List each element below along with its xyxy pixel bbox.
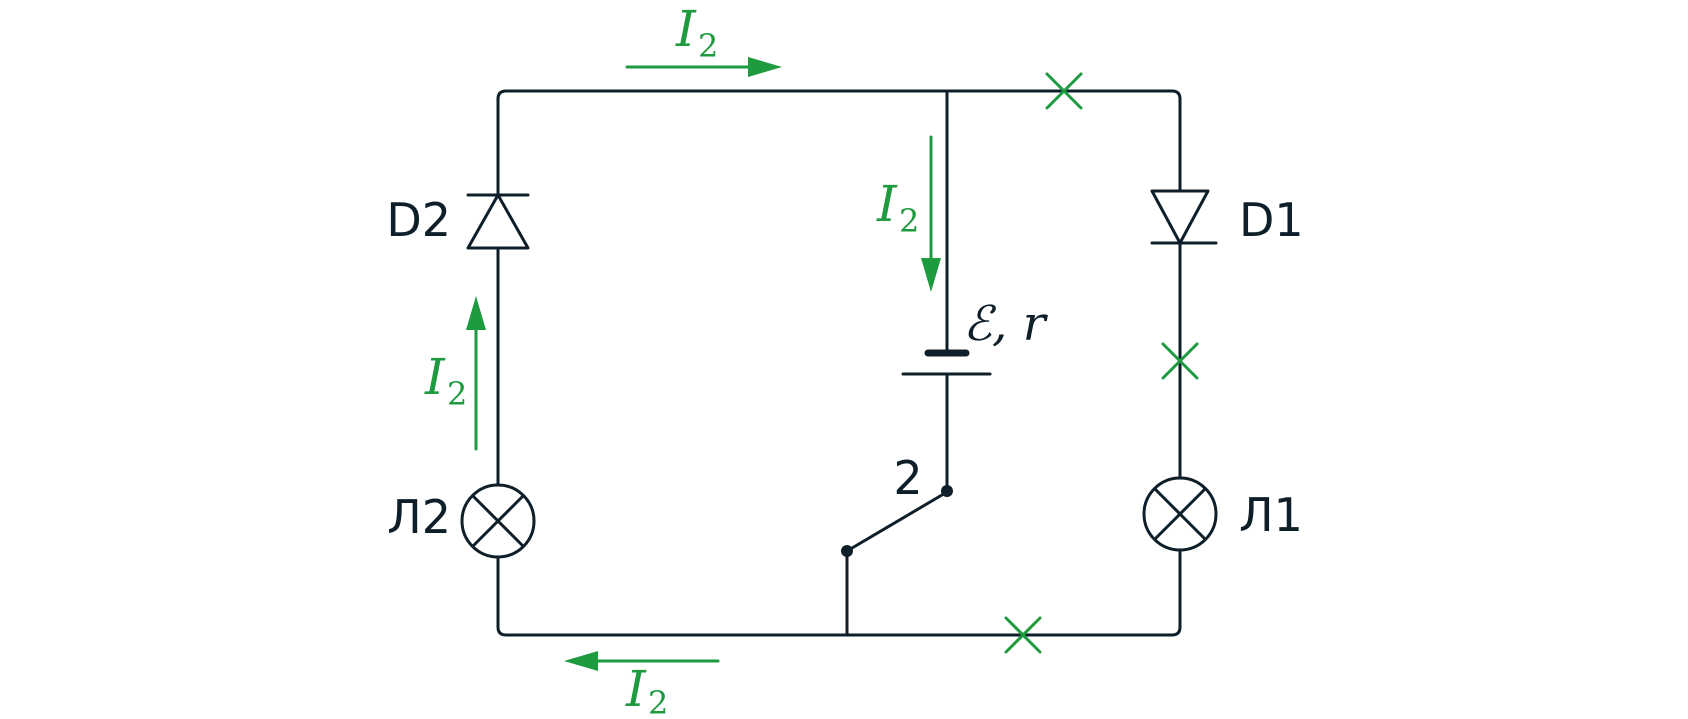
current-arrow-middle <box>921 135 941 292</box>
lamp-l2-label: Л2 <box>387 490 451 544</box>
current-subscript: 2 <box>447 375 467 413</box>
switch-position-label: 2 <box>893 451 922 505</box>
source-emf-label: ℰ, r <box>963 296 1049 352</box>
current-label-left: I 2 <box>424 348 467 413</box>
lamp-l1-label: Л1 <box>1239 488 1303 542</box>
current-arrows <box>466 57 941 671</box>
current-subscript: 2 <box>648 684 668 719</box>
current-symbol: I <box>424 348 446 406</box>
current-label-bottom: I 2 <box>625 660 668 719</box>
lamp-l2 <box>460 483 536 559</box>
source-battery <box>901 349 992 376</box>
wire-top <box>496 89 1182 197</box>
break-mark-bottom <box>1004 616 1042 654</box>
current-label-middle: I 2 <box>876 175 919 240</box>
diode-d2-label: D2 <box>386 193 451 247</box>
wire-left-bottom <box>496 548 1182 637</box>
current-symbol: I <box>876 175 898 233</box>
diode-d2 <box>466 193 530 250</box>
switch <box>841 485 953 557</box>
switch-pivot <box>841 545 853 557</box>
current-label-top: I 2 <box>675 0 718 65</box>
switch-contact-2 <box>941 485 953 497</box>
current-arrow-left <box>466 296 486 451</box>
circuit-wires <box>496 89 1182 637</box>
diode-d1-label: D1 <box>1239 193 1304 247</box>
diode-d1 <box>1150 189 1218 245</box>
break-mark-top <box>1045 72 1083 110</box>
switch-blade <box>845 490 949 553</box>
lamp-l1 <box>1142 476 1218 552</box>
current-subscript: 2 <box>899 202 919 240</box>
current-subscript: 2 <box>698 27 718 65</box>
current-symbol: I <box>675 0 697 58</box>
current-symbol: I <box>625 660 647 718</box>
break-mark-right <box>1161 342 1199 380</box>
current-arrow-bottom <box>564 651 720 671</box>
current-arrow-top <box>625 57 782 77</box>
break-marks <box>1004 72 1199 654</box>
